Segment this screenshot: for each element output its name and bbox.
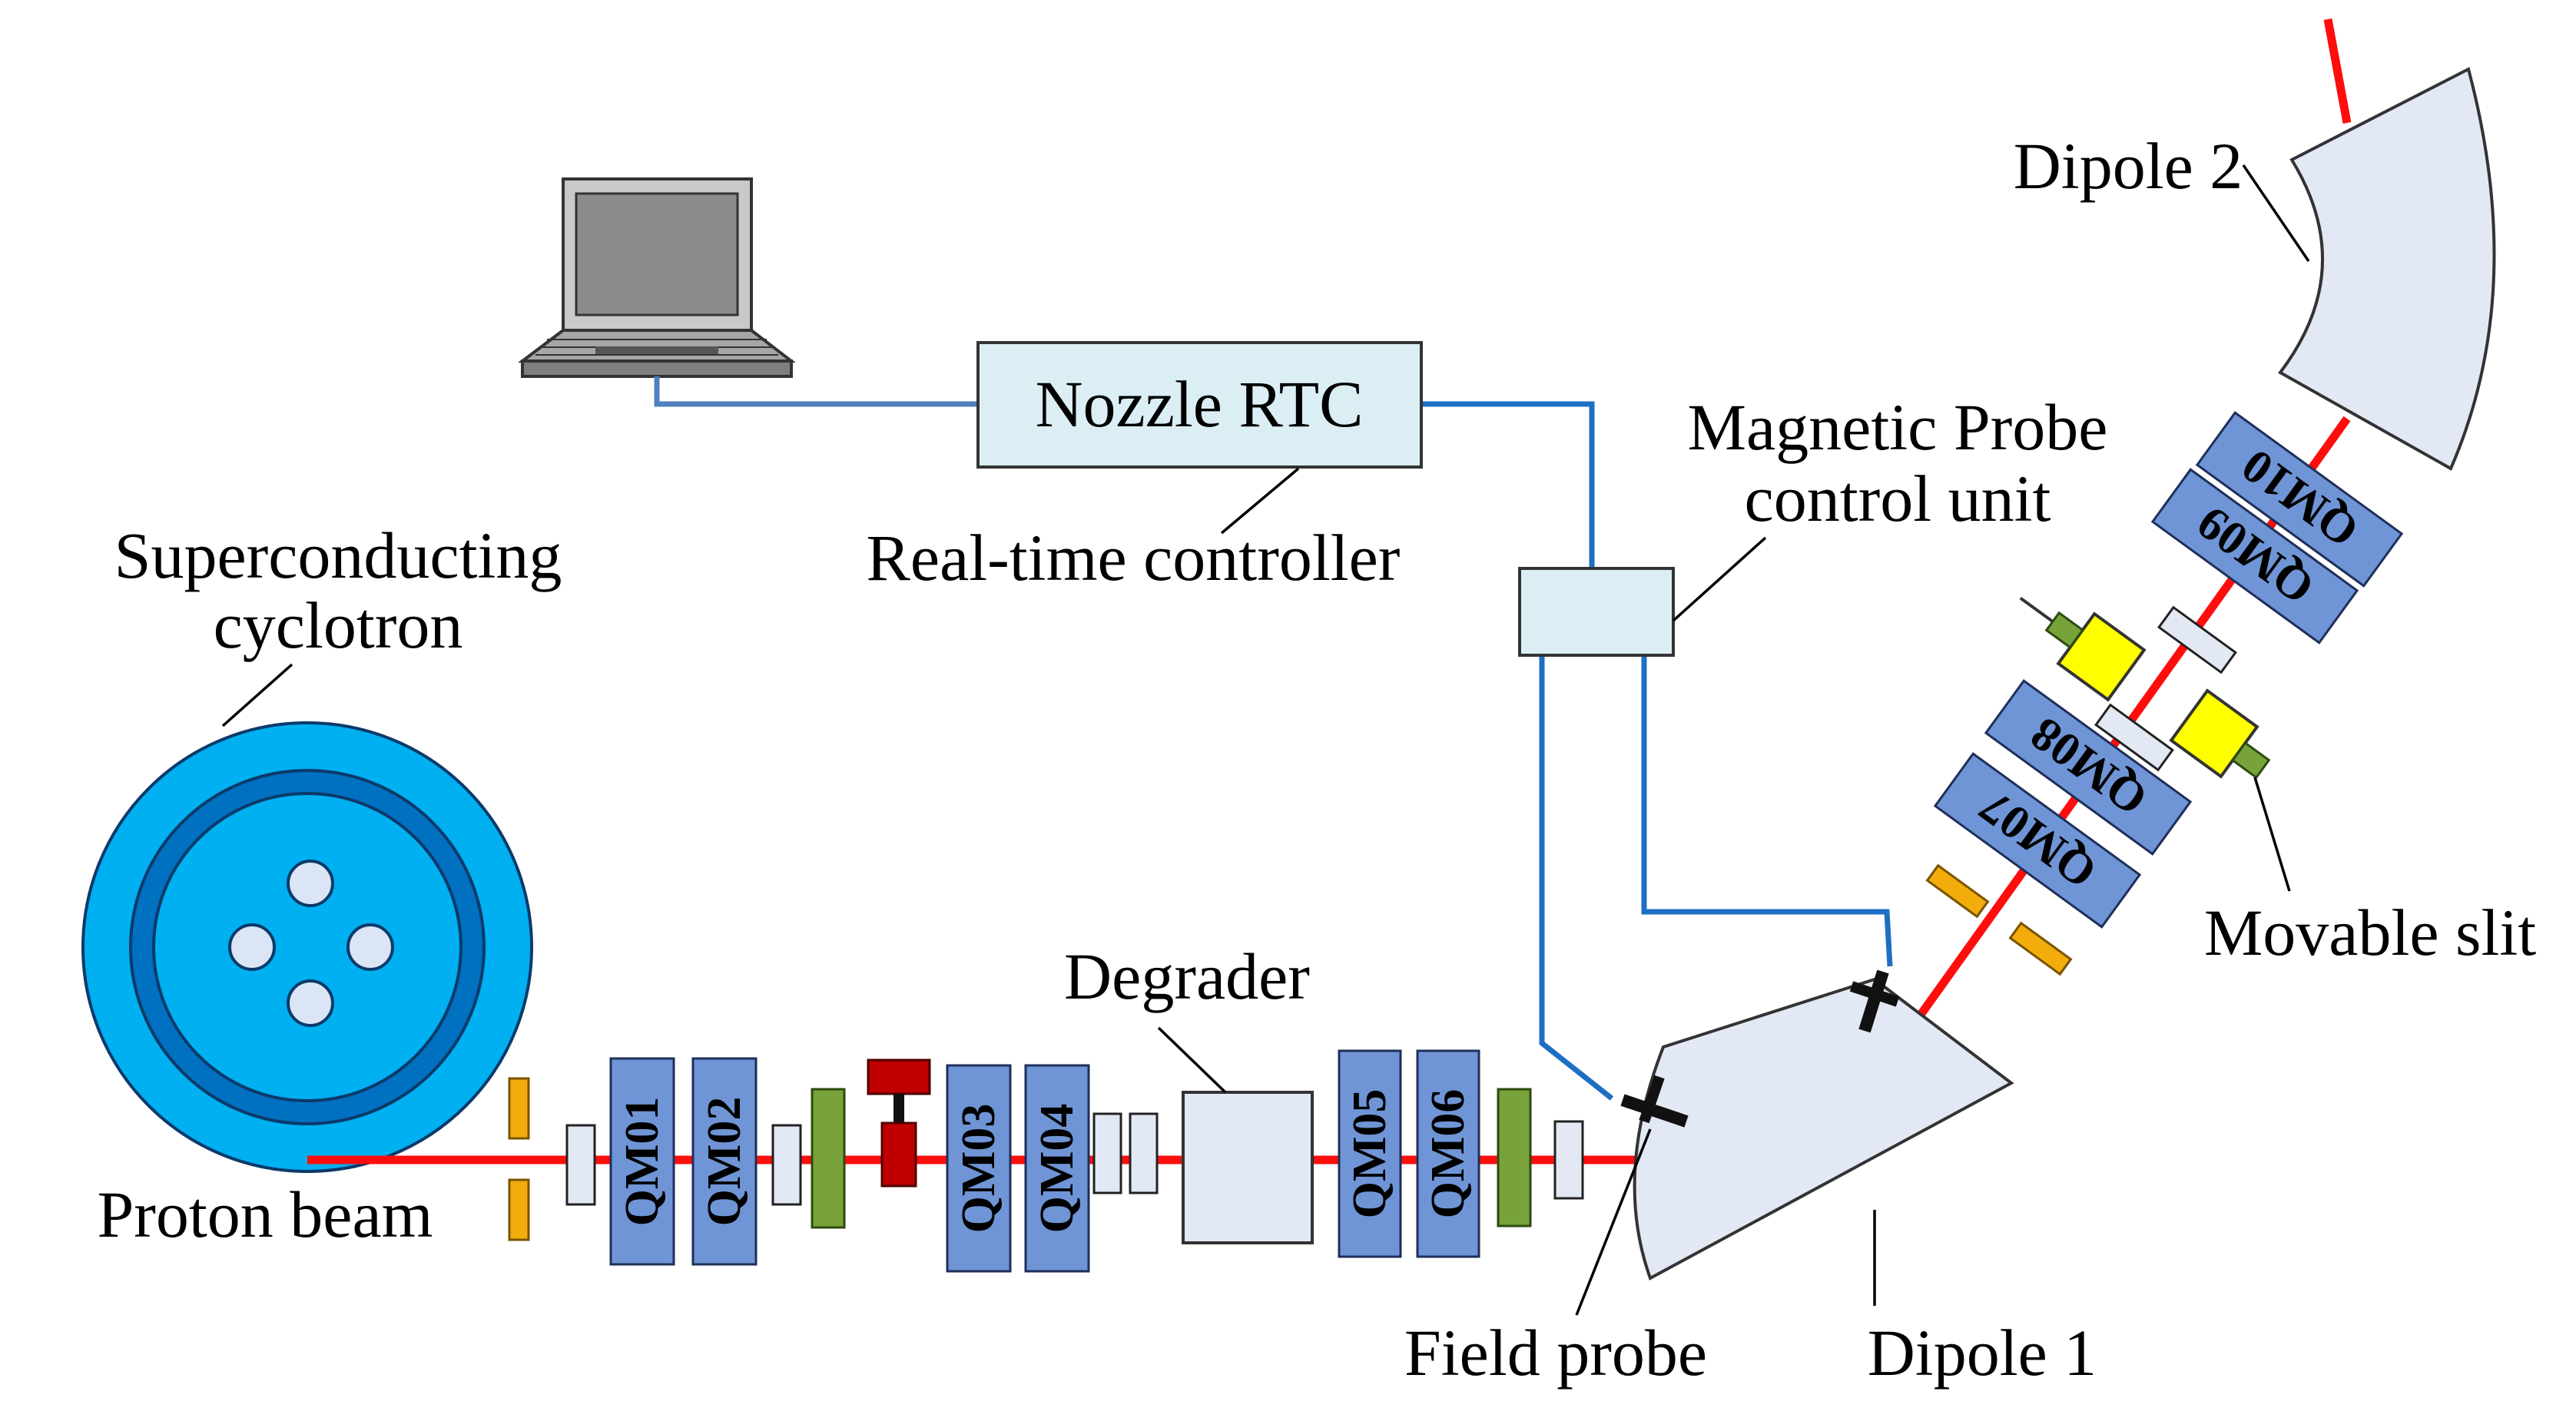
slit-monitor-2 [771,1124,802,1206]
qm03-label: QM03 [953,1104,1005,1234]
steering-magnet [867,1058,931,1188]
dipole-2 [2278,67,2496,471]
quadrupole-qm03: QM03 [946,1064,1012,1273]
slit-monitor-1 [565,1124,596,1206]
movable-slit-right [2169,688,2271,780]
slit-monitor-4 [1129,1112,1159,1194]
superconducting-cyclotron [81,721,533,1173]
magnetic-probe-label-line1: Magnetic Probe [1688,390,2108,464]
cyclotron-label-line1: Superconducting [114,518,562,592]
field-probe-1 [1620,1075,1689,1128]
slit-monitor-6 [2094,703,2174,772]
real-time-controller-label: Real-time controller [867,521,1401,595]
collimator-1 [508,1077,530,1241]
quadrupole-qm06: QM06 [1416,1049,1480,1258]
nozzle-rtc-label: Nozzle RTC [1035,367,1363,441]
quadrupole-qm01: QM01 [609,1057,675,1266]
slit-monitor-7 [2157,605,2237,674]
qm04-label: QM04 [1031,1104,1083,1234]
field-probe-2 [1849,969,1900,1033]
degrader-label: Degrader [1064,939,1310,1013]
cyclotron-label-line2: cyclotron [214,588,463,662]
laptop-icon [518,177,796,378]
quadrupole-qm02: QM02 [691,1057,758,1266]
degrader-box [1182,1091,1314,1244]
dipole-1 [1633,977,2014,1280]
quadrupole-qm04: QM04 [1024,1064,1090,1273]
dipole2-label: Dipole 2 [2014,129,2243,203]
slit-monitor-3 [1092,1112,1122,1194]
magnetic-probe-control-unit [1518,567,1675,657]
magnetic-probe-label-line2: control unit [1745,462,2051,535]
qm01-label: QM01 [616,1097,668,1227]
qm05-label: QM05 [1344,1089,1396,1219]
collimator-2 [1925,863,2073,976]
quadrupole-qm09: QM09 [2150,468,2359,644]
slit-monitor-5 [1553,1120,1584,1200]
proton-beam-label: Proton beam [97,1178,433,1251]
qm06-label: QM06 [1422,1089,1474,1219]
dipole1-label: Dipole 1 [1868,1316,2097,1390]
movable-slit-label: Movable slit [2204,896,2536,969]
nozzle-rtc-box: Nozzle RTC [976,341,1423,469]
profile-monitor-1 [811,1088,846,1229]
qm02-label: QM02 [698,1097,751,1227]
movable-slit-left [2019,596,2147,702]
profile-monitor-2 [1497,1088,1532,1227]
field-probe-label: Field probe [1404,1316,1707,1390]
quadrupole-qm05: QM05 [1338,1049,1402,1258]
signal-wires [654,376,1893,1101]
